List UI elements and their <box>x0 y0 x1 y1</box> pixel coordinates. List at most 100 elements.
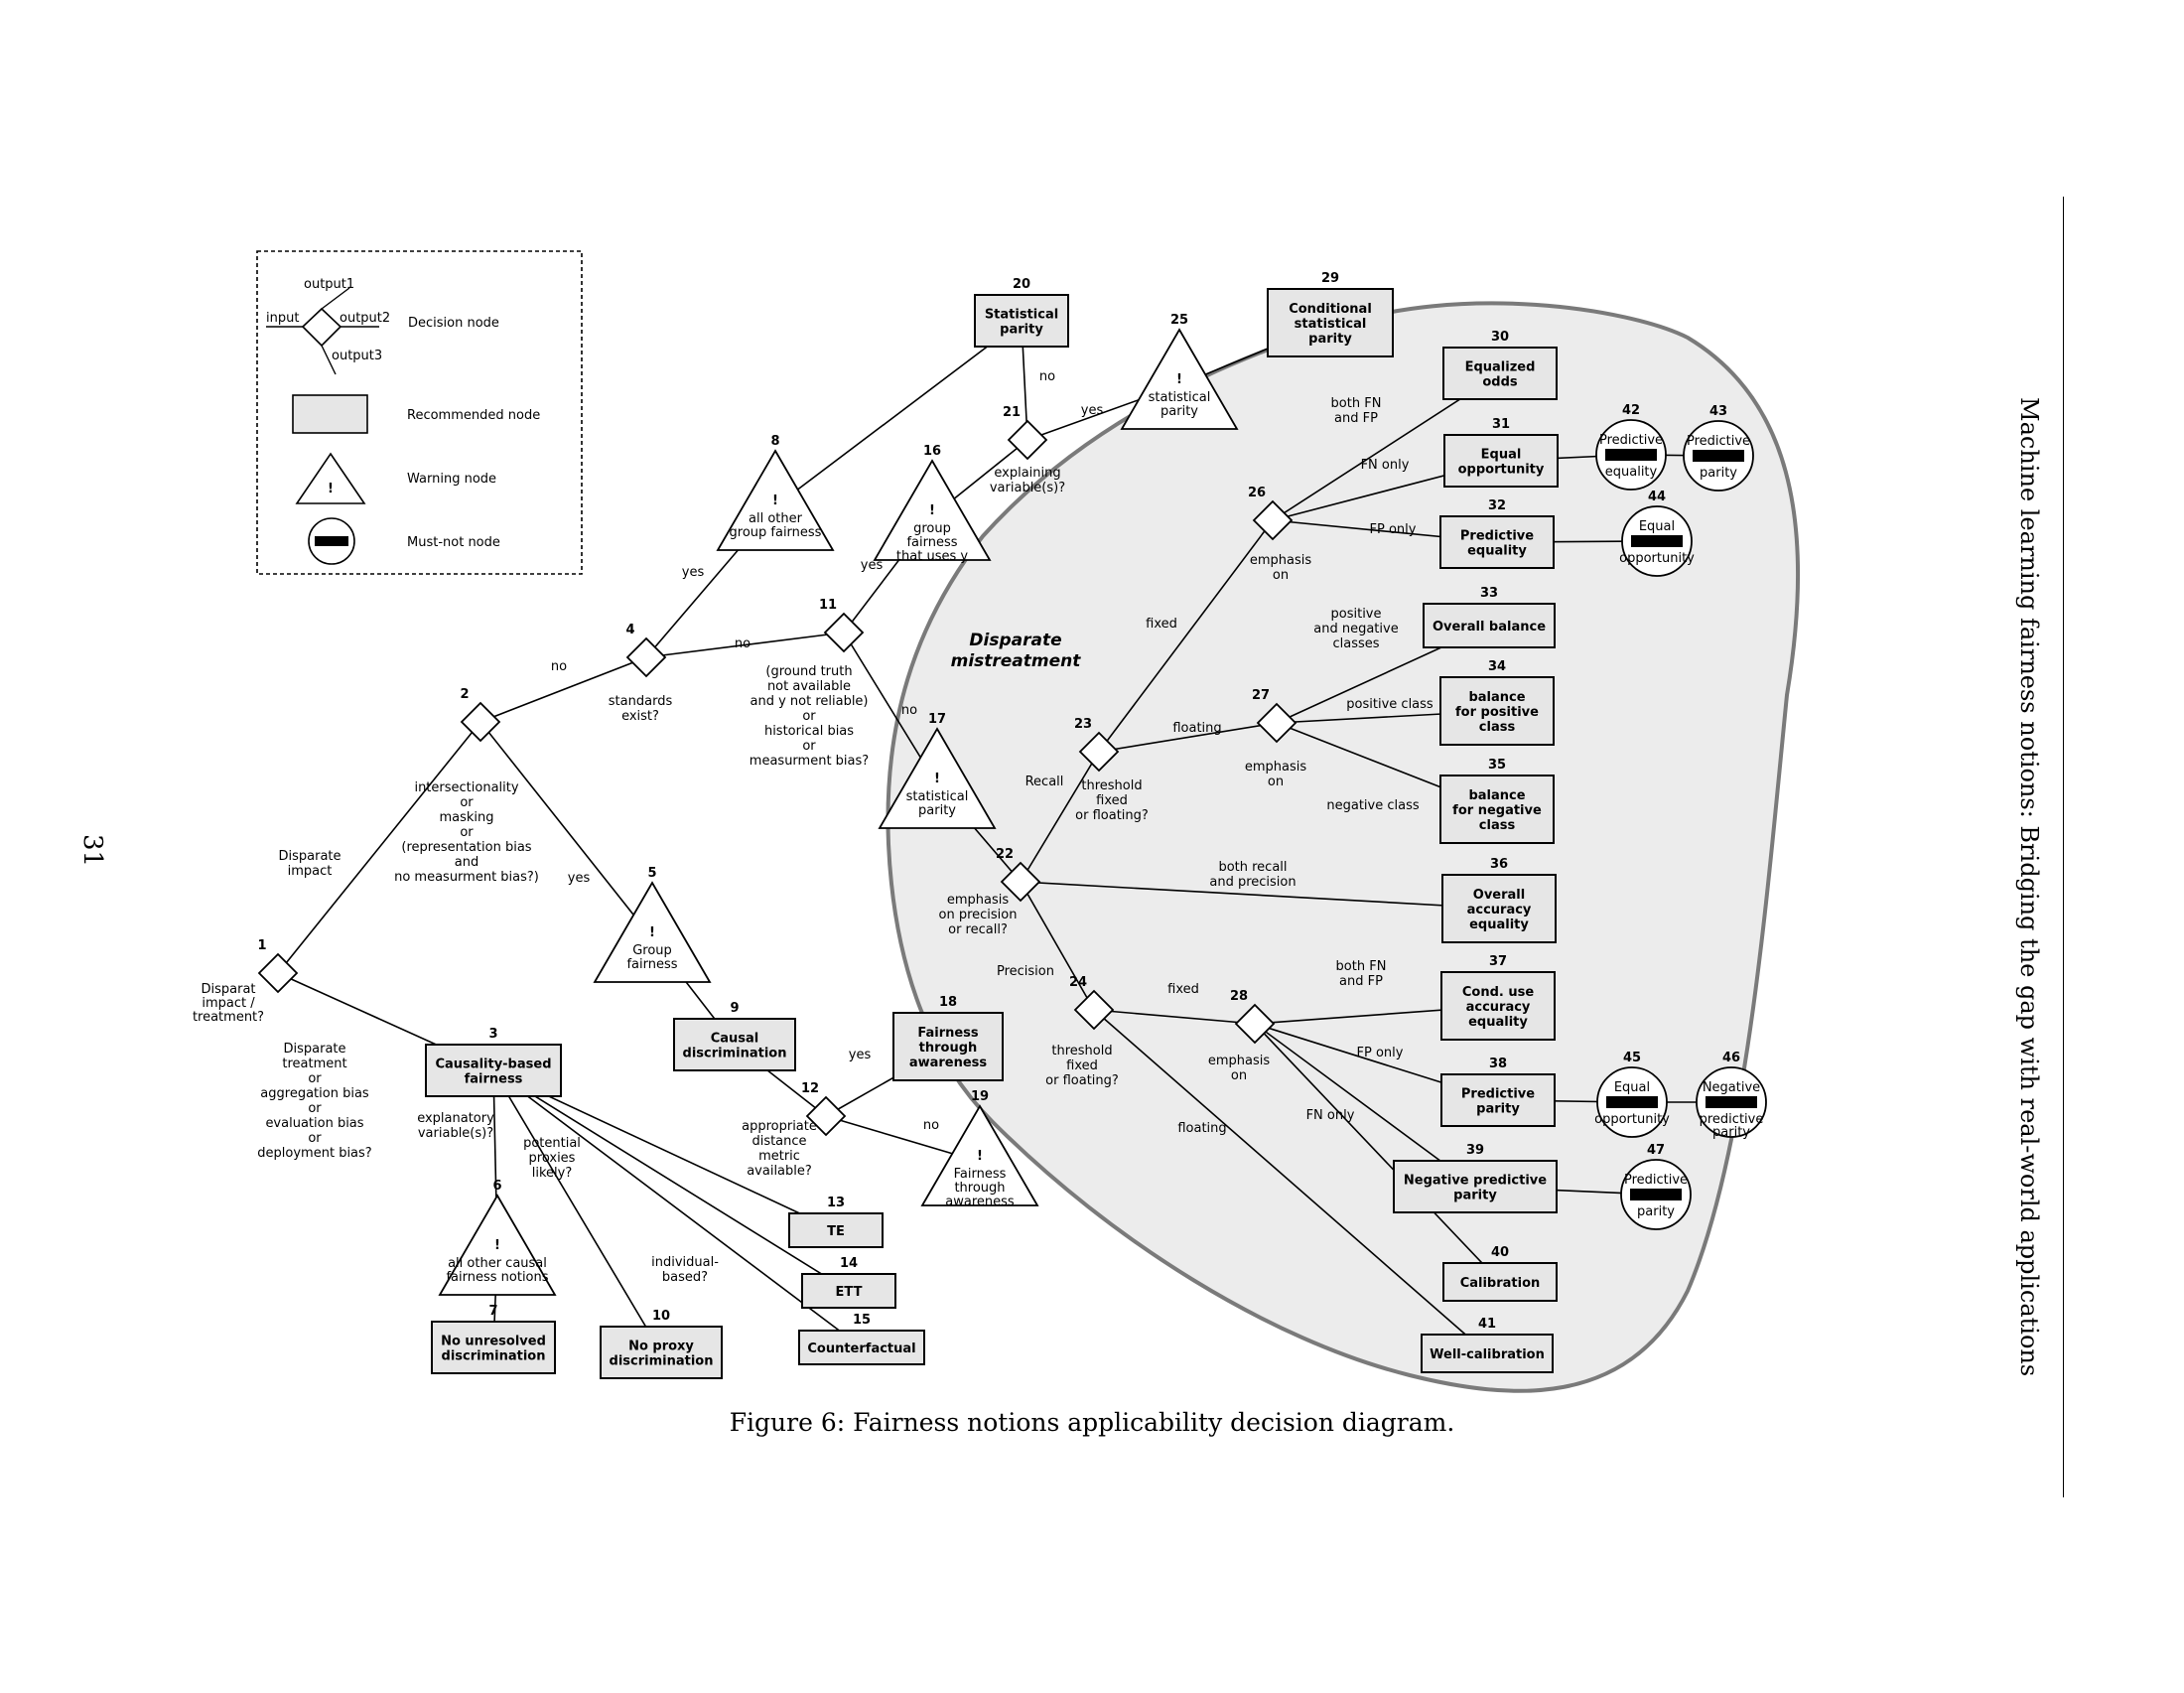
recommended-node-41 <box>1421 1334 1554 1373</box>
edge-label-e20: floating <box>1172 721 1221 736</box>
edge-label-e13: individual-based? <box>651 1255 719 1285</box>
recommended-label-14: ETT <box>836 1285 863 1300</box>
warning-icon: ! <box>328 482 334 496</box>
recommended-node-32 <box>1439 515 1555 569</box>
mustnot-number-42: 42 <box>1622 403 1640 418</box>
recommended-node-29 <box>1267 288 1394 357</box>
recommended-label-13: TE <box>827 1224 845 1239</box>
decision-number-27: 27 <box>1252 688 1270 703</box>
decision-node-23 <box>1078 731 1120 773</box>
decision-node-21 <box>1007 419 1048 461</box>
legend-warning-icon <box>295 452 366 504</box>
mustnot-bar-icon <box>1605 449 1657 461</box>
legend-warning-label: Warning node <box>407 472 496 487</box>
recommended-node-35 <box>1439 775 1555 844</box>
decision-node-2 <box>460 701 501 743</box>
decision-number-26: 26 <box>1248 486 1266 500</box>
decision-number-11: 11 <box>819 598 837 613</box>
edge-label-e4: yes <box>682 565 705 580</box>
recommended-node-13 <box>788 1212 884 1248</box>
recommended-node-18 <box>892 1012 1004 1081</box>
mustnot-label-44: Equal <box>1639 519 1675 534</box>
mustnot-label-45-b: opportunity <box>1594 1112 1670 1127</box>
legend-recommended-icon <box>292 394 368 434</box>
legend-mustnot-bar <box>315 536 348 546</box>
edge-label-e3: no <box>551 659 567 674</box>
recommended-number-38: 38 <box>1489 1057 1507 1071</box>
mustnot-label-44-b: opportunity <box>1619 551 1695 566</box>
recommended-number-41: 41 <box>1478 1317 1496 1332</box>
edge-d23-d26 <box>1098 519 1274 753</box>
figure-caption: Figure 6: Fairness notions applicability… <box>729 1408 1455 1437</box>
mustnot-bar-icon <box>1630 1189 1682 1200</box>
edge-d22-d23 <box>1020 751 1100 883</box>
warning-icon: ! <box>649 925 655 940</box>
mustnot-number-45: 45 <box>1623 1051 1641 1065</box>
mustnot-label-47: Predictive <box>1624 1173 1688 1188</box>
warning-node-8 <box>716 449 835 551</box>
warning-number-19: 19 <box>971 1089 989 1104</box>
decision-number-24: 24 <box>1069 975 1087 990</box>
edge-label-e19: fixed <box>1146 617 1177 632</box>
edge-d28-b40 <box>1254 1023 1501 1283</box>
edge-d23-d27 <box>1098 722 1278 753</box>
mustnot-bar-icon <box>1631 535 1683 547</box>
warning-node-6 <box>438 1194 557 1296</box>
decision-number-23: 23 <box>1074 717 1092 732</box>
warning-number-6: 6 <box>492 1179 501 1194</box>
decision-node-11 <box>823 612 865 653</box>
edge-label-e17: Precision <box>997 964 1054 979</box>
edge-b3-b15 <box>492 1069 863 1348</box>
recommended-label-40: Calibration <box>1460 1276 1541 1291</box>
legend-output1-line <box>321 287 350 310</box>
recommended-node-37 <box>1440 971 1556 1041</box>
warning-number-5: 5 <box>647 866 656 881</box>
edge-b3-b14 <box>492 1069 850 1292</box>
mustnot-bar-icon <box>1693 450 1744 462</box>
recommended-number-34: 34 <box>1488 659 1506 674</box>
running-head: Machine learning fairness notions: Bridg… <box>2015 397 2043 1377</box>
edge-label-e28: negative class <box>1326 798 1419 813</box>
recommended-node-34 <box>1439 676 1555 746</box>
edge-label-e21: fixed <box>1167 982 1199 997</box>
edge-label-e27: positive class <box>1346 697 1433 712</box>
edge-label-e5: yes <box>568 871 591 886</box>
mustnot-label-42-b: equality <box>1605 465 1658 480</box>
page-number: 31 <box>77 834 107 868</box>
edge-d24-b41 <box>1093 1009 1488 1354</box>
edge-label-e15: no <box>923 1118 939 1133</box>
warning-icon: ! <box>494 1238 500 1253</box>
edge-label-e22: floating <box>1177 1121 1226 1136</box>
recommended-number-14: 14 <box>840 1256 858 1271</box>
mustnot-bar-icon <box>1606 1096 1658 1108</box>
recommended-number-35: 35 <box>1488 758 1506 773</box>
mustnot-number-47: 47 <box>1647 1143 1665 1158</box>
edge-d24-d28 <box>1093 1009 1256 1025</box>
recommended-node-7 <box>431 1321 556 1374</box>
decision-number-28: 28 <box>1230 989 1248 1004</box>
recommended-number-32: 32 <box>1488 498 1506 513</box>
warning-node-19 <box>920 1104 1039 1206</box>
recommended-node-39 <box>1393 1160 1558 1213</box>
